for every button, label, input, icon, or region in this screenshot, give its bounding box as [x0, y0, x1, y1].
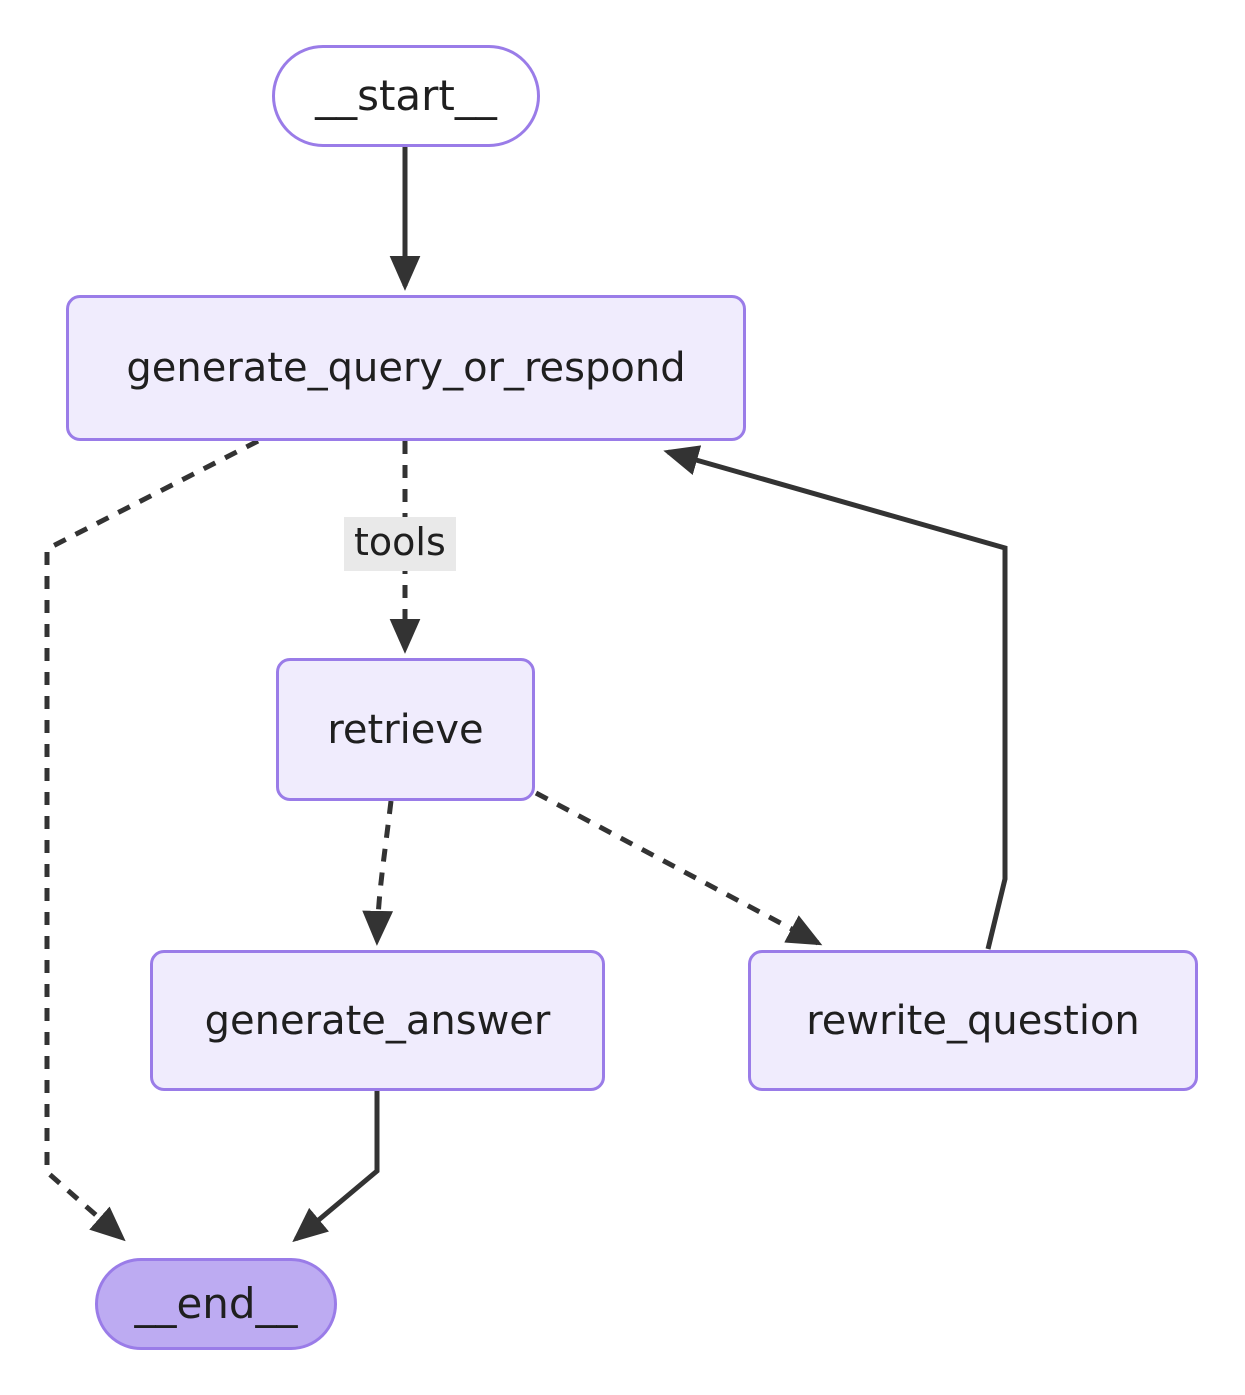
edge-rewrite-question-to-generate-query-or-respond: [663, 445, 1008, 950]
edge-generate-answer-to-end: [292, 1091, 380, 1243]
node-start[interactable]: __start__: [272, 45, 540, 147]
edge-label-tools: tools: [344, 517, 456, 571]
node-generate-answer[interactable]: generate_answer: [150, 950, 605, 1091]
edge-retrieve-to-generate-answer: [362, 800, 394, 946]
edge-generate-query-or-respond-to-end: [44, 438, 260, 1242]
node-rewrite-question-label: rewrite_question: [806, 997, 1140, 1044]
edge-retrieve-to-rewrite-question: [534, 790, 823, 946]
node-start-label: __start__: [315, 70, 497, 120]
node-retrieve-label: retrieve: [327, 706, 484, 753]
node-end-label: __end__: [134, 1278, 298, 1328]
node-generate-query-or-respond[interactable]: generate_query_or_respond: [66, 295, 746, 441]
node-end[interactable]: __end__: [95, 1258, 337, 1350]
node-rewrite-question[interactable]: rewrite_question: [748, 950, 1198, 1091]
node-generate-answer-label: generate_answer: [204, 997, 551, 1044]
node-generate-query-or-respond-label: generate_query_or_respond: [126, 345, 686, 391]
node-retrieve[interactable]: retrieve: [276, 658, 535, 801]
